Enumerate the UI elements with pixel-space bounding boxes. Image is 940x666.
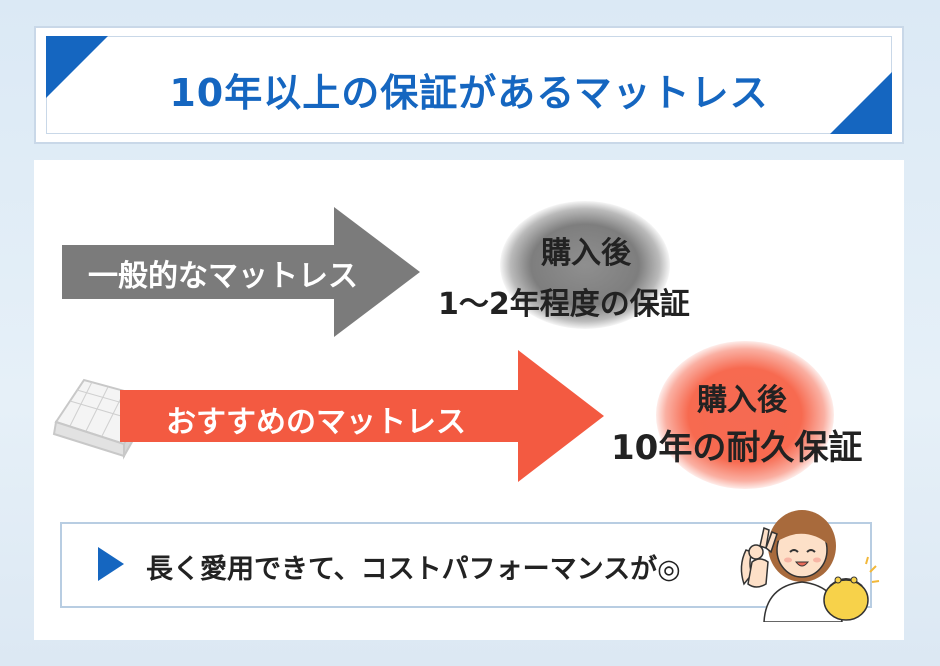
general-result-line1: 購入後 [541,236,631,271]
recommended-mattress-label: おすすめのマットレス [166,405,466,440]
recommended-result-glow [656,341,834,489]
recommended-result-line1: 購入後 [697,383,787,418]
title-banner: 10年以上の保証があるマットレス [34,26,904,144]
woman-ok-gesture-icon [740,510,880,622]
recommended-result-line2: 10年の耐久保証 [611,428,863,468]
general-mattress-label: 一般的なマットレス [88,259,358,294]
general-result-line2: 1～2年程度の保証 [438,287,690,322]
general-mattress-arrow [62,207,420,337]
recommended-mattress-arrow [120,350,604,482]
page-title: 10年以上の保証があるマットレス [169,71,769,115]
general-result-glow [500,201,670,329]
corner-accent-top-left [46,36,108,98]
corner-accent-bottom-right [830,72,892,134]
summary-note-box [60,522,872,608]
summary-note-text: 長く愛用できて、コストパフォーマンスが◎ [146,554,681,585]
play-icon [98,547,124,581]
